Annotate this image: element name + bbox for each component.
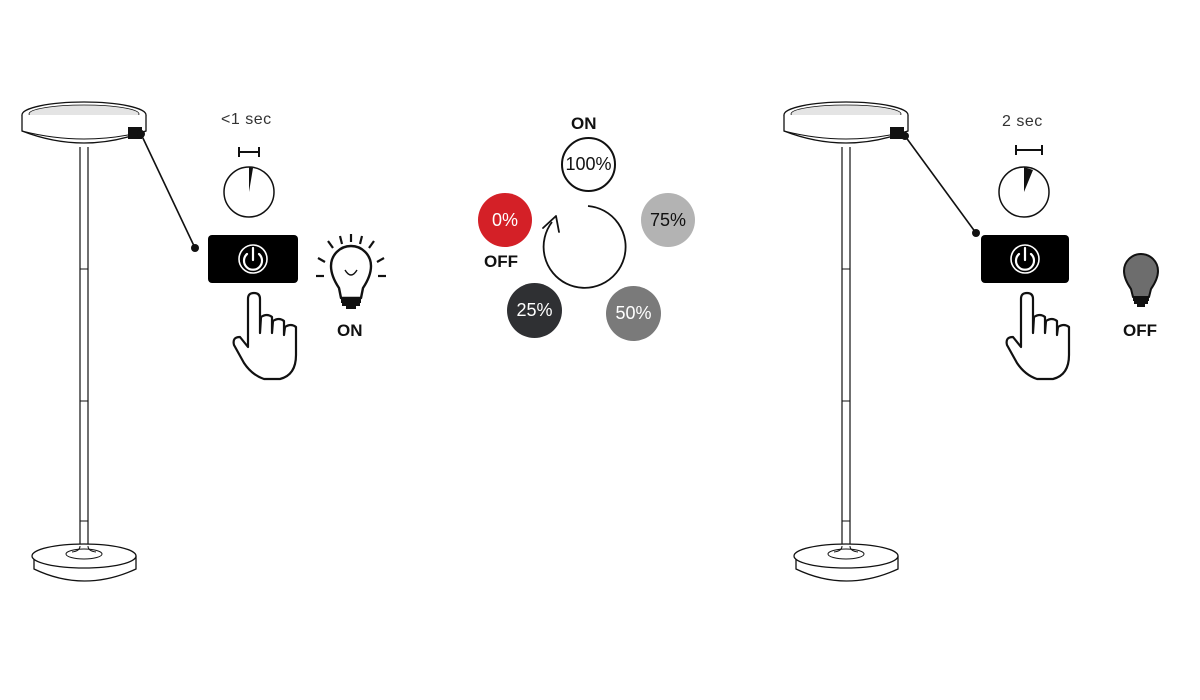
brightness-step-label: 0% (491, 209, 518, 230)
brightness-step-label: 50% (615, 303, 652, 323)
hand-pointer-icon-left (232, 291, 298, 381)
press-time-label-right: 2 sec (1002, 113, 1043, 130)
hand-pointer-icon-right (1005, 291, 1071, 381)
cycle-arrow-icon (542, 205, 627, 289)
connector-line-right (904, 135, 977, 234)
floor-lamp-icon-right (783, 101, 909, 582)
stopwatch-icon-right (998, 145, 1050, 218)
power-button-right[interactable] (981, 235, 1069, 283)
brightness-step-0: 0% (478, 193, 532, 247)
light-bulb-off-icon (1123, 253, 1159, 307)
light-bulb-on-icon (316, 234, 386, 309)
step-caption-off: OFF (484, 252, 518, 271)
connector-line-left (140, 133, 196, 249)
power-button-left[interactable] (208, 235, 298, 283)
brightness-step-label: 25% (516, 300, 553, 320)
brightness-step-50: 50% (606, 286, 661, 341)
bulb-state-label-right: OFF (1123, 321, 1157, 340)
bulb-state-label-left: ON (337, 321, 363, 340)
brightness-step-25: 25% (507, 283, 562, 338)
step-caption-on: ON (571, 114, 597, 133)
brightness-step-label: 75% (649, 209, 687, 230)
brightness-step-100: 100% (561, 137, 616, 192)
press-time-label-left: <1 sec (221, 111, 272, 128)
floor-lamp-icon-left (21, 101, 147, 582)
brightness-step-label: 100% (565, 154, 612, 174)
stopwatch-icon-left (223, 147, 275, 218)
brightness-step-75: 75% (641, 193, 695, 247)
